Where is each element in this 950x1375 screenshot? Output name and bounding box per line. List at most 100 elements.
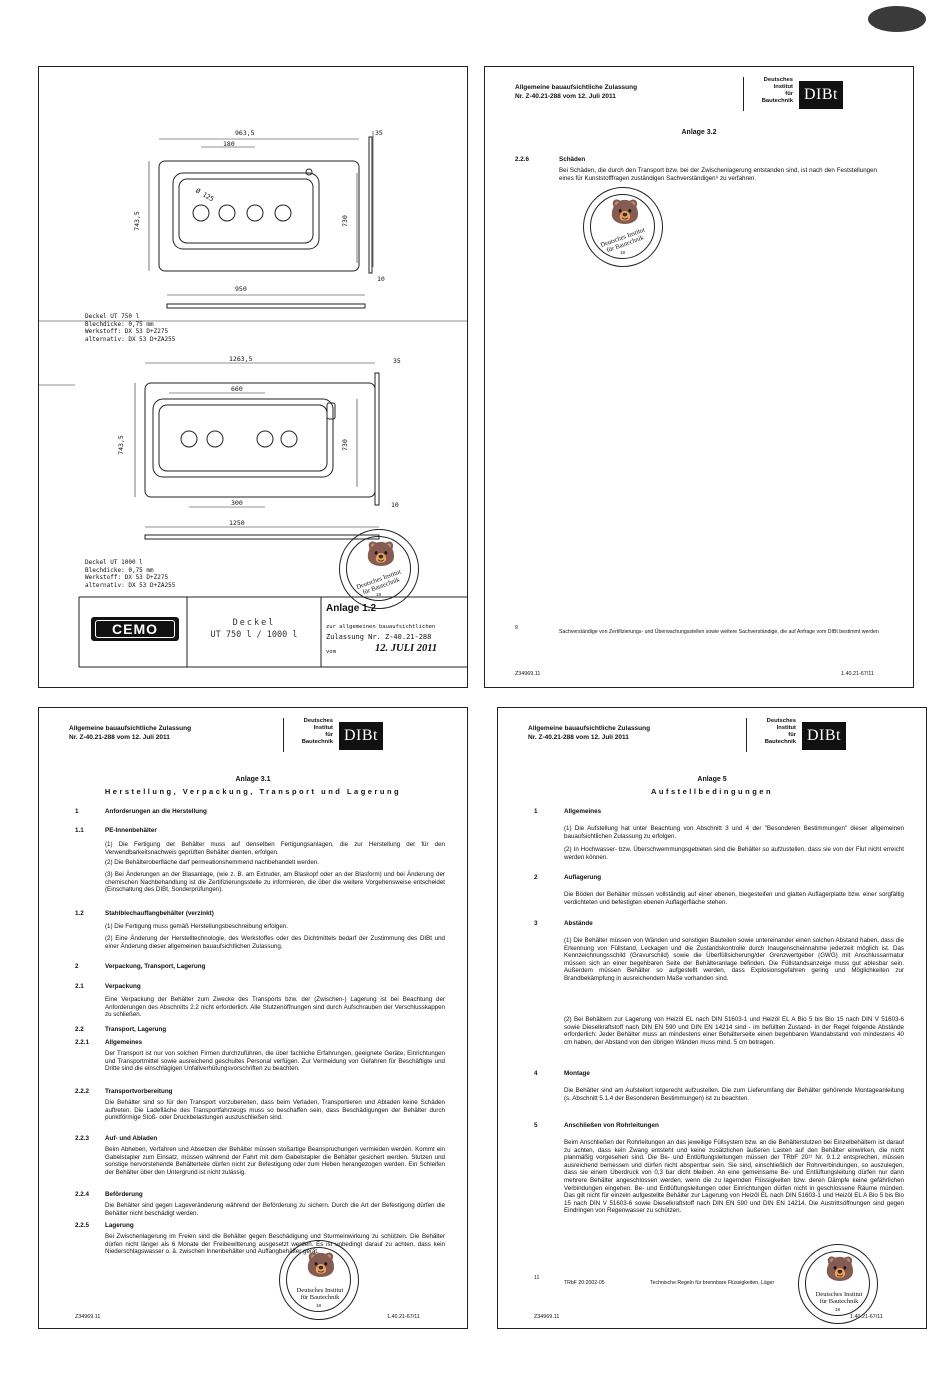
opening-6 [206, 430, 224, 448]
dim-inner-height-top: 730 [340, 215, 349, 227]
sec-num: 2.2 [75, 1026, 84, 1033]
paragraph: Die Behälter sind am Aufstellort lotgere… [564, 1087, 904, 1102]
paragraph: (1) Die Aufstellung hat unter Beachtung … [564, 825, 904, 840]
opening-7 [256, 430, 274, 448]
dim-height-bot: 743,5 [116, 435, 125, 455]
approval-text: zur allgemeinen bauaufsichtlichen Zulass… [326, 624, 436, 641]
footnote-ref: TRbF 20:2002-05 [564, 1280, 605, 1286]
sec-num: 2.2.4 [75, 1191, 90, 1198]
paragraph: Der Transport ist nur von solchen Firmen… [105, 1050, 445, 1073]
dim-bottom-side-bot: 10 [391, 501, 399, 509]
sec-title: Beförderung [105, 1191, 143, 1198]
page-header: Allgemeine bauaufsichtliche Zulassung Nr… [515, 84, 638, 100]
bear-icon: 🐻 [825, 1256, 855, 1283]
section-title: Schäden [559, 156, 586, 163]
dim-inner-bottom-bot: 300 [231, 499, 243, 507]
footer-left: Z34969.11 [534, 1314, 560, 1320]
opening-2 [218, 204, 236, 222]
paragraph: Beim Anschließen der Rohrleitungen an da… [564, 1139, 904, 1215]
sec-num: 2.1 [75, 983, 84, 990]
sec-title: Transport, Lagerung [105, 1026, 167, 1033]
footnote-mark: 9 [515, 625, 518, 631]
lid-750-frame [172, 172, 320, 250]
spec-1000: Deckel UT 1000 l Blechdicke: 0,75 mm Wer… [85, 559, 176, 589]
sec-title: Verpackung [105, 983, 141, 990]
dim-bottom-side-top: 10 [377, 275, 385, 283]
footer-right: 1.40.21-67/11 [841, 671, 874, 677]
dim-height-top: 743,5 [132, 211, 141, 231]
paragraph: (1) Die Behälter müssen von Wänden und s… [564, 937, 904, 982]
sec-num: 1.1 [75, 827, 84, 834]
sec-title: Abstände [564, 920, 593, 927]
footer-left: Z34969.11 [75, 1314, 101, 1320]
paragraph: Die Behälter sind gegen Lageveränderung … [105, 1202, 445, 1217]
dim-width-top: 963,5 [235, 129, 255, 137]
footer-right: 1.40.21-67/11 [850, 1314, 883, 1320]
dim-inner-height-bot: 730 [340, 439, 349, 451]
section-body: Bei Schäden, die durch den Transport bzw… [559, 167, 877, 182]
sec-title: Allgemeines [105, 1039, 143, 1046]
dim-bottom-width-bot: 1250 [229, 519, 245, 527]
page-drawing: 963,5 180 35 743,5 730 Ø 125 950 10 Deck… [38, 66, 468, 688]
footer-right: 1.40.21-67/11 [387, 1314, 420, 1320]
sec-title: Allgemeines [564, 808, 602, 815]
dim-bottom-width-top: 950 [235, 285, 247, 293]
cemo-logo: CEMO [91, 617, 179, 641]
paragraph: (2) Eine Änderung der Herstelltechnologi… [105, 935, 445, 950]
sec-num: 2.2.2 [75, 1088, 90, 1095]
sec-num: 1 [534, 808, 538, 815]
sec-title: Auf- und Abladen [105, 1135, 158, 1142]
sec-title: Auflagerung [564, 874, 602, 881]
dim-side-top: 35 [375, 129, 383, 137]
page-header: Allgemeine bauaufsichtliche Zulassung Nr… [69, 725, 192, 741]
sec-title: Transportvorbereitung [105, 1088, 173, 1095]
anlage-1-2: Anlage 1.2 [326, 603, 377, 614]
paragraph: Die Behälter sind so für den Transport v… [105, 1099, 445, 1122]
paragraph: Eine Verpackung der Behälter zum Zwecke … [105, 996, 445, 1019]
sec-title: Lagerung [105, 1222, 134, 1229]
page-anlage-3-2: Allgemeine bauaufsichtliche Zulassung Nr… [484, 66, 914, 688]
corner-tab [868, 6, 926, 32]
sec-title: Montage [564, 1070, 590, 1077]
sec-title: Anforderungen an die Herstellung [105, 808, 207, 815]
bear-icon: 🐻 [610, 199, 640, 226]
sec-num: 3 [534, 920, 538, 927]
opening-1 [192, 204, 210, 222]
paragraph: (2) In Hochwasser- bzw. Überschwemmungsg… [564, 846, 904, 861]
bear-icon: 🐻 [306, 1252, 336, 1279]
page-title: Aufstellbedingungen [650, 787, 774, 796]
paragraph: Beim Abheben, Verfahren und Absetzen der… [105, 1146, 445, 1176]
title-block-name: Deckel UT 750 l / 1000 l [210, 618, 298, 640]
page-anlage-5: Allgemeine bauaufsichtliche Zulassung Nr… [497, 707, 927, 1329]
paragraph: (2) Die Behälteroberfläche darf permeati… [105, 859, 319, 866]
anlage-label: Anlage 3.2 [681, 129, 717, 136]
bear-icon: 🐻 [366, 541, 396, 568]
sec-num: 5 [534, 1122, 538, 1129]
paragraph: (1) Die Fertigung der Behälter muss auf … [105, 841, 445, 856]
spec-750: Deckel UT 750 l Blechdicke: 0,75 mm Werk… [85, 313, 176, 343]
footnote-text: Sachverständige von Zertifizierungs- und… [559, 629, 879, 635]
opening-5 [180, 430, 198, 448]
opening-8 [280, 430, 298, 448]
dim-side-bot: 35 [393, 357, 401, 365]
paragraph: (1) Die Fertigung muss gemäß Herstellung… [105, 923, 288, 930]
paragraph: Die Böden der Behälter müssen vollständi… [564, 891, 904, 906]
sec-num: 4 [534, 1070, 538, 1077]
page-anlage-3-1: Allgemeine bauaufsichtliche Zulassung Nr… [38, 707, 468, 1329]
date-label: vom [326, 649, 336, 655]
date-stamp: 12. JULI 2011 [375, 643, 438, 654]
sec-title: PE-Innenbehälter [105, 827, 157, 834]
anlage-label: Anlage 3.1 [235, 776, 271, 783]
sec-num: 1.2 [75, 910, 84, 917]
opening-4 [274, 204, 292, 222]
anlage-label: Anlage 5 [697, 776, 727, 783]
sec-num: 2.2.1 [75, 1039, 90, 1046]
lid-1000-frame [152, 398, 334, 478]
lid-750-outline [158, 160, 360, 272]
